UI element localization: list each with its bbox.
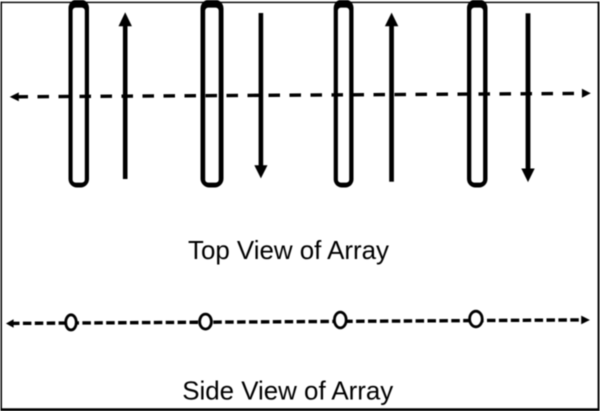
svg-text:Top View of Array: Top View of Array: [188, 237, 389, 265]
svg-text:Side View of Array: Side View of Array: [182, 377, 393, 405]
